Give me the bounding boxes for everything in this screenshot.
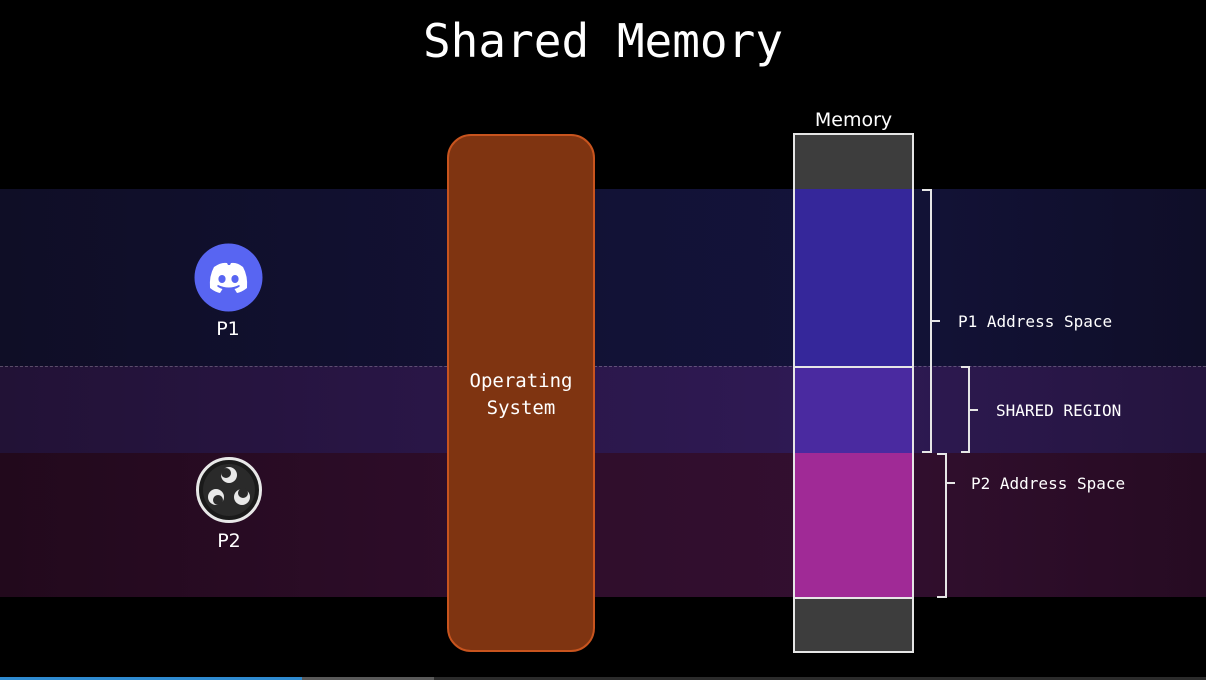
- memory-unused-bottom: [793, 597, 914, 653]
- p2-address-space-label: P2 Address Space: [971, 474, 1126, 493]
- video-played-bar: [0, 677, 302, 680]
- slide-title: Shared Memory: [422, 14, 784, 68]
- p1-band: [0, 189, 1206, 366]
- memory-p1-segment: [793, 189, 914, 368]
- operating-system-box: [447, 134, 595, 652]
- process-label-p1: P1: [216, 318, 240, 340]
- shared-region-label: SHARED REGION: [996, 401, 1122, 420]
- obs-icon: [196, 457, 262, 527]
- video-progress-bar[interactable]: [0, 677, 1206, 680]
- os-label-line2: System: [486, 397, 556, 419]
- process-label-p2: P2: [217, 530, 241, 552]
- p1-address-space-label: P1 Address Space: [958, 312, 1113, 331]
- memory-shared-segment: [793, 366, 914, 455]
- os-label-line1: Operating: [469, 370, 573, 392]
- memory-p2-segment: [793, 453, 914, 599]
- memory-unused-top: [793, 133, 914, 191]
- video-buffered-bar: [301, 677, 435, 680]
- shared-band: [0, 366, 1206, 454]
- operating-system-label: Operating System: [447, 368, 595, 422]
- memory-title: Memory: [814, 109, 893, 131]
- discord-icon: [194, 243, 263, 316]
